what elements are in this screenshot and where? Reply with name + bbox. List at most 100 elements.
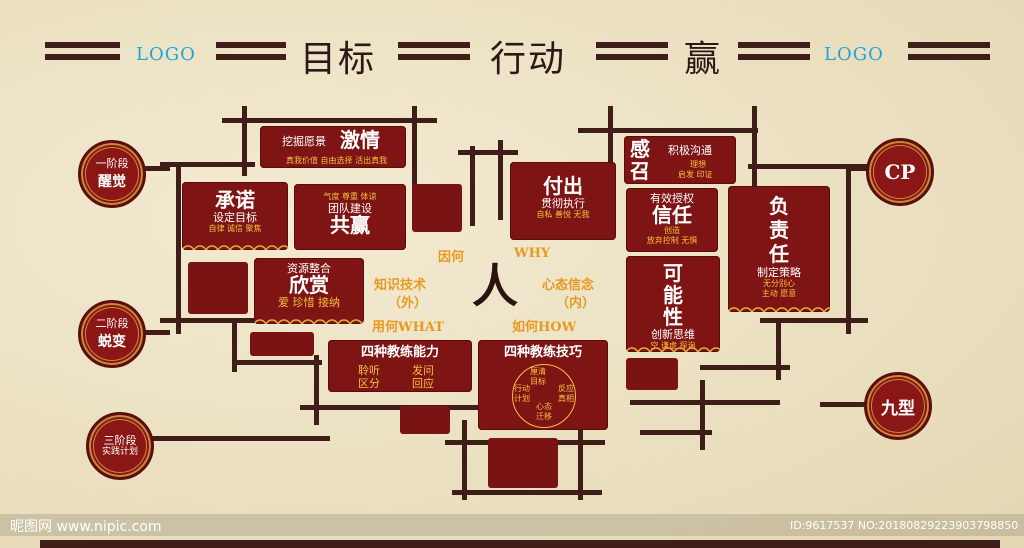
header-word-xingdong: 行动 (490, 39, 567, 80)
kenengxing-mid: 创新思维 (651, 328, 695, 341)
jiqiao-d: 心态迁移 (536, 402, 552, 421)
connector (578, 420, 583, 500)
gongying-big: 共赢 (330, 212, 370, 237)
chengnuo-mid: 设定目标 (213, 211, 257, 224)
panel-gongying: 气度 尊重 体谅 团队建设 共赢 (294, 184, 406, 250)
header-bar-left-bottom (45, 54, 120, 60)
xinshang-sub: 爱 珍惜 接纳 (278, 296, 340, 310)
connector (578, 128, 758, 133)
connector (160, 318, 260, 323)
wave-decoration (254, 317, 364, 324)
fuzeren-sub1: 无分别心 (763, 279, 795, 289)
connector (452, 490, 602, 495)
ganzhao-big: 感召 (630, 137, 650, 183)
stage3-label: 三阶段 (103, 434, 137, 447)
connector (232, 360, 322, 365)
stage2-title: 蜕变 (98, 333, 126, 350)
jiqing-small: 挖掘愿景 (282, 135, 326, 148)
header-bar-5b (738, 54, 810, 60)
connector (700, 380, 705, 450)
jiqing-big: 激情 (340, 128, 380, 152)
nine-type-label: 九型 (881, 398, 915, 419)
ganzhao-sub2: 启发 印证 (678, 170, 713, 179)
block (250, 332, 314, 356)
connector (820, 402, 866, 407)
fuzeren-big: 负责任 (769, 194, 789, 266)
connector (242, 106, 247, 176)
center-why: WHY (514, 246, 551, 261)
connector (300, 405, 480, 410)
chengnuo-big: 承诺 (215, 188, 255, 212)
connector (776, 318, 781, 380)
fuchu-sub: 自私 善悦 无我 (536, 210, 590, 220)
connector (630, 400, 780, 405)
bottom-bar (40, 540, 1000, 548)
connector (160, 162, 255, 167)
panel-xinshang: 资源整合 欣赏 爱 珍惜 接纳 (254, 258, 364, 324)
stage2-label: 二阶段 (95, 317, 129, 331)
fuzeren-mid: 制定策略 (757, 266, 801, 279)
connector (760, 318, 868, 323)
header-bar-4a (596, 42, 668, 48)
cp-label: CP (884, 160, 916, 184)
header-bar-6a (908, 42, 990, 48)
block (488, 438, 558, 488)
center-ruhe: 如何HOW (512, 320, 577, 335)
watermark-left: 昵图网 www.nipic.com (10, 519, 162, 535)
watermark-strip (0, 514, 1024, 536)
xinren-big: 信任 (652, 203, 692, 228)
header-word-mubiao: 目标 (300, 39, 377, 80)
stage1-label: 一阶段 (95, 157, 129, 171)
header-bar-3b (398, 54, 470, 60)
nengli-b: 发问 (412, 364, 434, 377)
panel-jiqing: 挖掘愿景 激情 真我价值 自由选择 活出真我 (260, 126, 406, 168)
connector (462, 420, 467, 500)
cp-circle: CP (866, 138, 934, 206)
fuchu-mid: 贯彻执行 (541, 197, 585, 210)
panel-fuchu: 付出 贯彻执行 自私 善悦 无我 (510, 162, 616, 240)
block (400, 406, 450, 434)
gongying-top: 气度 尊重 体谅 (323, 192, 377, 201)
chengnuo-sub: 自律 诚信 聚焦 (208, 224, 262, 234)
connector (140, 166, 170, 171)
connector (608, 106, 613, 181)
center-yinhe: 因何 (438, 250, 465, 265)
header-word-ying: 赢 (684, 39, 723, 80)
panel-ganzhao: 感召 积极沟通 理想 启发 印证 (624, 136, 736, 184)
header-bar-4b (596, 54, 668, 60)
connector (222, 118, 437, 123)
connector (846, 164, 851, 334)
connector (412, 106, 417, 186)
connector (176, 162, 181, 334)
fuzeren-sub2: 主动 愿意 (761, 288, 797, 298)
header-bar-left-top (45, 42, 120, 48)
wave-decoration (728, 305, 830, 312)
stage3-title: 实践计划 (101, 447, 138, 458)
center-zhishi: 知识技术 (374, 278, 427, 293)
stage2-circle: 二阶段 蜕变 (78, 300, 146, 368)
jiqiao-title: 四种教练技巧 (503, 345, 582, 360)
jiqiao-b: 行动计划 (514, 384, 530, 403)
ganzhao-sub1: 理想 (690, 160, 706, 169)
stage1-circle: 一阶段 醒觉 (78, 140, 146, 208)
jiqiao-cycle-icon (512, 364, 576, 428)
xinshang-big: 欣赏 (289, 273, 329, 298)
center-ren: 人 (472, 259, 518, 313)
connector (150, 436, 330, 441)
connector (700, 365, 790, 370)
nengli-title: 四种教练能力 (360, 345, 439, 360)
watermark-right: ID:9617537 NO:20180829223903798850 (790, 519, 1019, 532)
stage1-title: 醒觉 (98, 173, 126, 190)
logo-right: LOGO (824, 44, 884, 65)
block (188, 262, 248, 314)
connector (232, 318, 237, 372)
nengli-d: 回应 (412, 377, 434, 390)
panel-fuzeren: 负责任 制定策略 无分别心 主动 愿意 (728, 186, 830, 312)
xinren-sub1: 创造 (664, 226, 680, 236)
connector (850, 166, 870, 171)
xinshang-mid: 资源整合 (287, 262, 331, 275)
panel-kenengxing: 可能性 创新思维 空 谦虚 探询 (626, 256, 720, 352)
connector (498, 140, 503, 220)
block (412, 184, 462, 232)
connector (458, 150, 518, 155)
